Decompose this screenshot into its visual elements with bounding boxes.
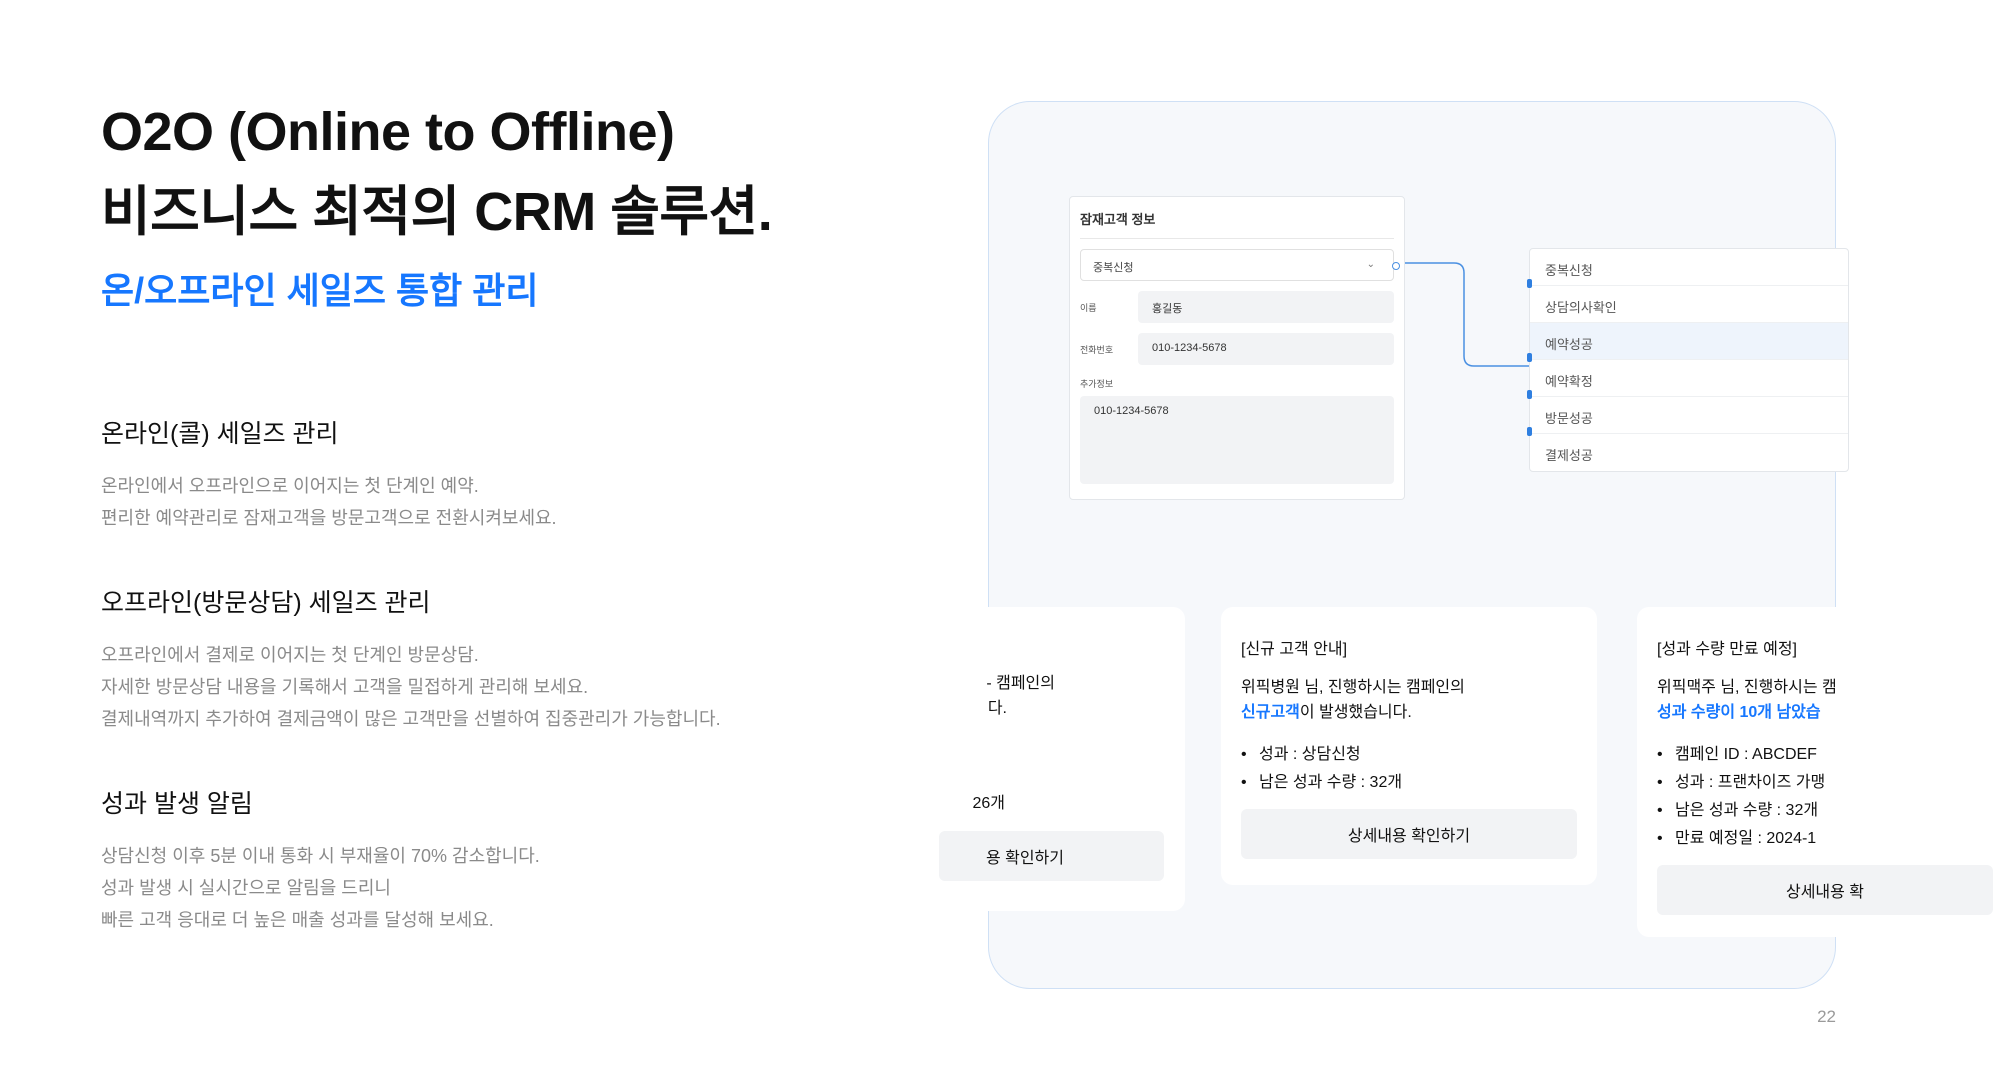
status-option-selected[interactable]: 예약성공 [1527,323,1848,362]
status-option[interactable]: 결제성공 [1545,448,1593,463]
select-value: 중복신청 [1093,262,1134,274]
section-description: 상담신청 이후 5분 이내 통화 시 부재율이 70% 감소합니다. 성과 발생… [101,840,961,936]
card-title: 잠재고객 정보 [1080,209,1394,239]
name-row: 이름 홍길동 [1080,291,1394,323]
connector-pin-icon [1527,427,1532,436]
product-illustration-panel: 잠재고객 정보 중복신청 ⌄ 이름 홍길동 전화번호 010-1234-5678… [939,101,2013,989]
phone-label: 전화번호 [1080,344,1114,355]
alert-card-quota-expiry: [성과 수량 만료 예정] 위픽맥주 님, 진행하시는 캠 성과 수량이 10개… [1637,607,2013,937]
alert-item: 남은 성과 수량 : 32개 [1241,769,1577,797]
status-option[interactable]: 예약확정 [1527,360,1848,399]
page-number: 22 [1817,1007,1836,1026]
headline-line-2: 비즈니스 최적의 CRM 솔루션. [101,182,773,242]
alert-title: [신규 고객 안내] [1241,641,1348,658]
description-line: 온라인에서 오프라인으로 이어지는 첫 단계인 예약. [101,476,479,496]
status-option[interactable]: 상담의사확인 [1530,286,1848,323]
section-title: 성과 발생 알림 [101,790,253,818]
extra-info-field[interactable]: 010-1234-5678 [1080,396,1394,484]
subheadline: 온/오프라인 세일즈 통합 관리 [101,270,539,311]
details-button[interactable]: 상세내용 확 [1657,865,1993,915]
alert-item: 성과 : 상담신청 [1241,741,1577,769]
alert-text-line: 성과 수량이 10개 남았습 [1657,700,1993,725]
alert-text: 다. [987,700,1007,717]
alert-item: 26개 [972,795,1005,812]
alert-text: 위픽병원 님, 진행하시는 캠페인의 [1241,679,1465,696]
extra-info-label: 추가정보 [1080,379,1114,389]
alert-item: 만료 예정일 : 2024-1 [1657,825,1993,853]
section-performance-alert: 성과 발생 알림 상담신청 이후 5분 이내 통화 시 부재율이 70% 감소합… [101,784,961,936]
details-button[interactable]: 용 확인하기 [939,831,1164,881]
description-line: 편리한 예약관리로 잠재고객을 방문고객으로 전환시켜보세요. [101,508,557,528]
phone-field[interactable]: 010-1234-5678 [1138,333,1394,365]
description-line: 상담신청 이후 5분 이내 통화 시 부재율이 70% 감소합니다. [101,846,540,866]
status-option[interactable]: 방문성공 [1527,397,1848,436]
alert-title: [성과 수량 만료 예정] [1657,641,1797,658]
section-online-sales: 온라인(콜) 세일즈 관리 온라인에서 오프라인으로 이어지는 첫 단계인 예약… [101,414,961,534]
description-line: 빠른 고객 응대로 더 높은 매출 성과를 달성해 보세요. [101,910,494,930]
alert-item: 남은 성과 수량 : 32개 [1657,797,1993,825]
connector-pin-icon [1527,353,1532,362]
status-dropdown-list: 중복신청 상담의사확인 예약성공 예약확정 방문성공 결제성공 [1527,248,1849,472]
name-field[interactable]: 홍길동 [1138,291,1394,323]
headline-line-1: O2O (Online to Offline) [101,102,675,162]
alert-details: 캠페인 ID : ABCDEF 성과 : 프랜차이즈 가맹 남은 성과 수량 :… [1657,741,1993,853]
alert-item: 성과 : 프랜차이즈 가맹 [1657,769,1993,797]
alert-text: 위픽맥주 님, 진행하시는 캠 [1657,679,1837,696]
alert-text-line: 신규고객이 발생했습니다. [1241,704,1412,721]
alert-highlight: 신규고객 [1241,704,1300,721]
status-option[interactable]: 중복신청 [1527,249,1848,288]
prospect-info-card: 잠재고객 정보 중복신청 ⌄ 이름 홍길동 전화번호 010-1234-5678… [1069,196,1405,500]
section-offline-sales: 오프라인(방문상담) 세일즈 관리 오프라인에서 결제로 이어지는 첫 단계인 … [101,583,961,735]
description-line: 자세한 방문상담 내용을 기록해서 고객을 밀접하게 관리해 보세요. [101,677,589,697]
section-title: 온라인(콜) 세일즈 관리 [101,420,339,448]
section-title: 오프라인(방문상담) 세일즈 관리 [101,589,431,617]
chevron-down-icon: ⌄ [1366,259,1375,270]
name-label: 이름 [1080,302,1097,313]
alert-details: 성과 : 상담신청 남은 성과 수량 : 32개 [1241,741,1577,797]
status-select[interactable]: 중복신청 ⌄ [1080,249,1400,281]
connector-pin-icon [1527,279,1532,288]
alert-card-new-customer: [신규 고객 안내] 위픽병원 님, 진행하시는 캠페인의 신규고객이 발생했습… [1221,607,1597,885]
connector-pin-icon [1527,390,1532,399]
details-button[interactable]: 상세내용 확인하기 [1241,809,1577,859]
section-description: 오프라인에서 결제로 이어지는 첫 단계인 방문상담. 자세한 방문상담 내용을… [101,639,961,735]
description-line: 오프라인에서 결제로 이어지는 첫 단계인 방문상담. [101,645,479,665]
description-line: 성과 발생 시 실시간으로 알림을 드리니 [101,878,391,898]
alert-text: - 캠페인의 [986,675,1055,692]
headline: O2O (Online to Offline) 비즈니스 최적의 CRM 솔루션… [101,92,773,252]
alert-card-partial: - 캠페인의 다. 26개 용 확인하기 [939,607,1185,911]
description-line: 결제내역까지 추가하여 결제금액이 많은 고객만을 선별하여 집중관리가 가능합… [101,709,721,729]
connector-handle-icon[interactable] [1392,262,1400,270]
alert-highlight: 성과 수량이 10개 남았습 [1657,704,1821,721]
alert-item: 캠페인 ID : ABCDEF [1657,741,1993,769]
phone-row: 전화번호 010-1234-5678 [1080,333,1394,365]
section-description: 온라인에서 오프라인으로 이어지는 첫 단계인 예약. 편리한 예약관리로 잠재… [101,470,961,534]
